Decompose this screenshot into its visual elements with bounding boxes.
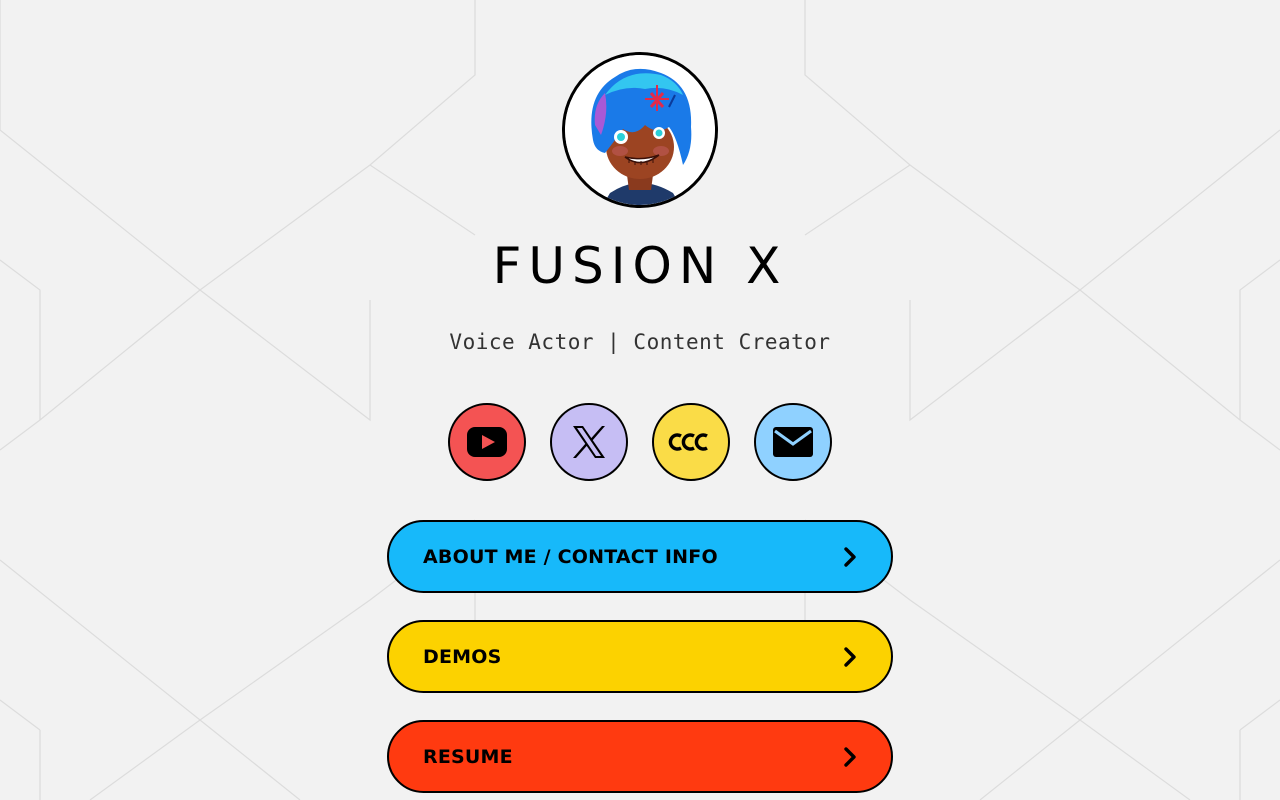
link-list: ABOUT ME / CONTACT INFO DEMOS RESUME <box>387 520 893 800</box>
ccc-link[interactable] <box>652 403 730 481</box>
chevron-right-icon <box>844 546 856 567</box>
youtube-icon <box>467 427 507 457</box>
x-twitter-icon <box>573 426 605 458</box>
about-contact-button[interactable]: ABOUT ME / CONTACT INFO <box>387 520 893 593</box>
resume-button[interactable]: RESUME <box>387 720 893 793</box>
profile-name: FUSION X <box>492 237 788 295</box>
chevron-right-icon <box>844 746 856 767</box>
email-link[interactable] <box>754 403 832 481</box>
demos-button[interactable]: DEMOS <box>387 620 893 693</box>
link-label: ABOUT ME / CONTACT INFO <box>423 545 718 568</box>
profile-avatar <box>562 52 718 208</box>
chevron-right-icon <box>844 646 856 667</box>
link-label: DEMOS <box>423 645 502 668</box>
envelope-icon <box>773 427 813 457</box>
profile-tagline: Voice Actor | Content Creator <box>449 330 831 354</box>
avatar-illustration <box>565 55 715 205</box>
youtube-link[interactable] <box>448 403 526 481</box>
ccc-logo-icon <box>668 433 708 451</box>
x-twitter-link[interactable] <box>550 403 628 481</box>
social-links <box>448 403 832 481</box>
link-label: RESUME <box>423 745 513 768</box>
